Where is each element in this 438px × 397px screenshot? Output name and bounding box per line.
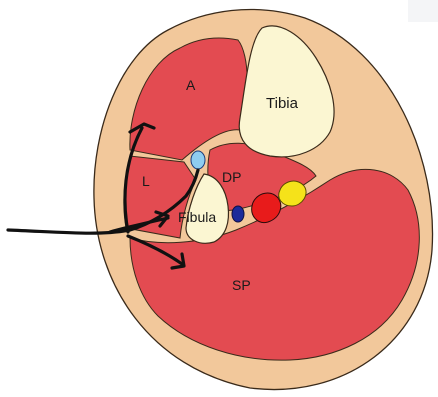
label-anterior: A <box>186 77 196 93</box>
vein-icon <box>232 206 244 222</box>
label-superficial-posterior: SP <box>232 277 251 293</box>
nerve-icon <box>279 181 306 206</box>
label-fibula: Fibula <box>178 209 216 225</box>
label-lateral: L <box>142 173 150 189</box>
label-tibia: Tibia <box>266 95 299 112</box>
small-vessel-icon <box>191 151 205 169</box>
label-deep-posterior: DP <box>222 169 241 185</box>
corner-panel <box>408 0 438 22</box>
